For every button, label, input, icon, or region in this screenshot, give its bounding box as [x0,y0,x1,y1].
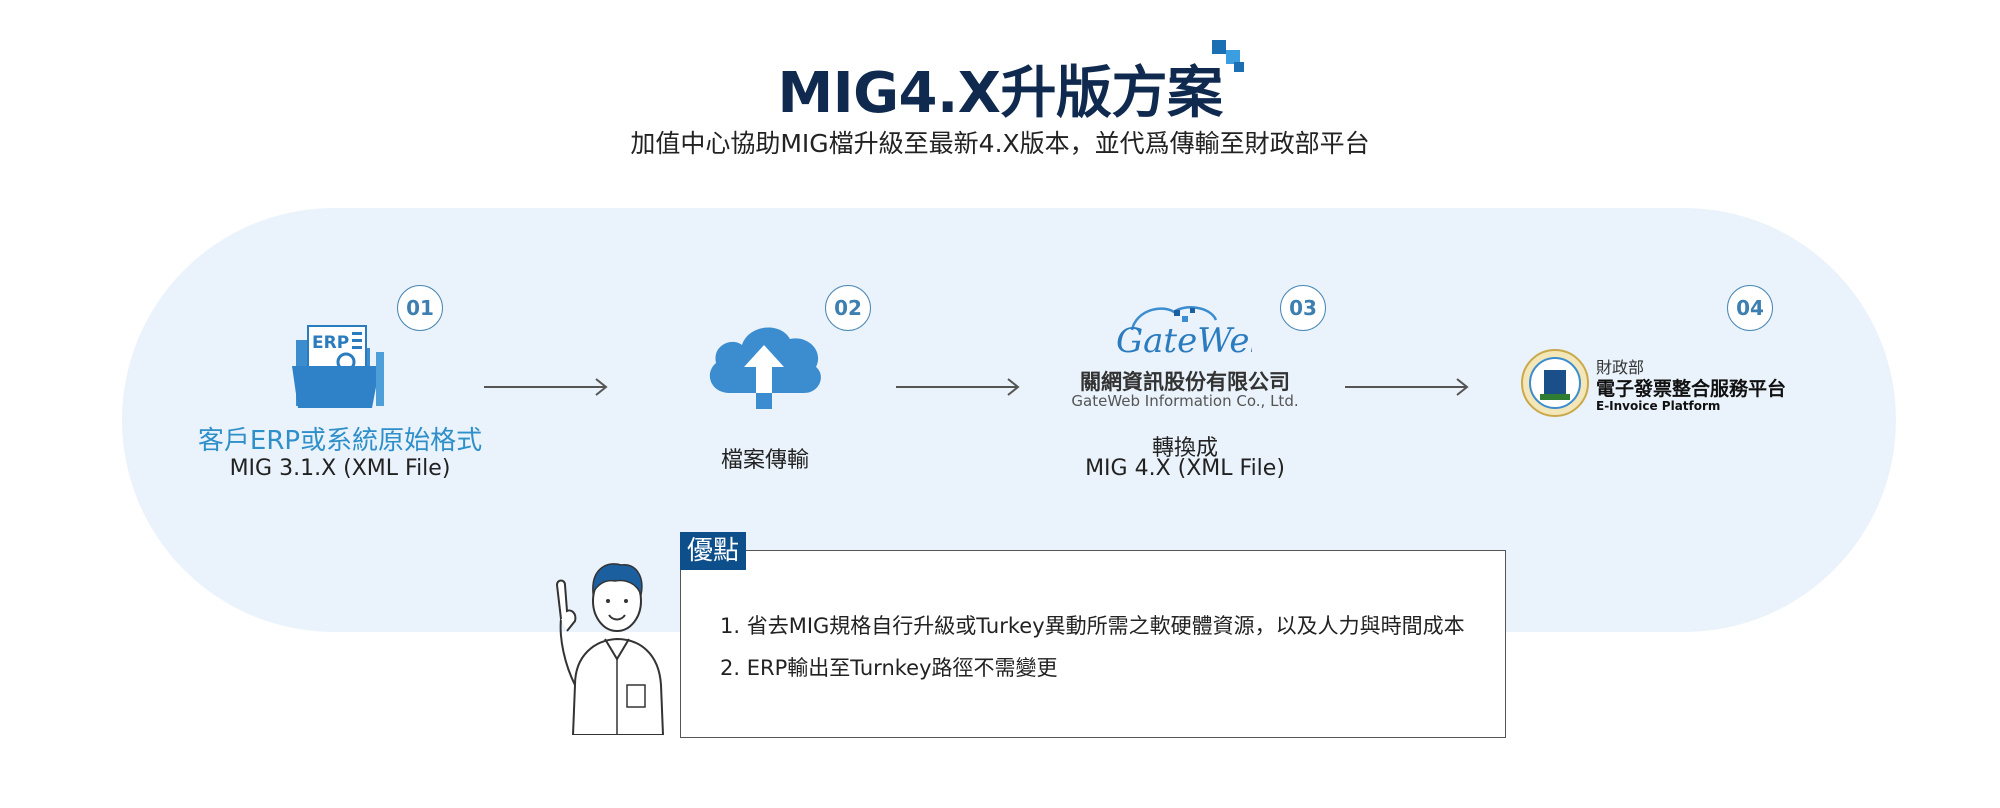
arrow-3-icon [1345,378,1469,396]
step-02-label: 檔案傳輸 [720,448,809,473]
page-title: MIG4.X升版方案 [777,61,1223,126]
step-03-sublabel: MIG 4.X (XML File) [1085,456,1285,481]
advantage-item-2: 2. ERP輸出至Turnkey路徑不需變更 [720,656,1058,680]
gateweb-logo-icon: GateWeb [1116,306,1252,360]
gateweb-logo-text: GateWeb [1116,321,1252,360]
ministry-emblem-icon [1521,349,1589,417]
step-01-sublabel: MIG 3.1.X (XML File) [229,456,451,481]
company-name-cn: 關網資訊股份有限公司 [1080,370,1290,394]
advantage-item-1: 1. 省去MIG規格自行升級或Turkey異動所需之軟硬體資源，以及人力與時間成… [720,614,1465,638]
person-pointing-illustration [555,563,665,735]
platform-name-en: E-Invoice Platform [1596,399,1721,413]
erp-icon-text: ERP [312,333,349,353]
step-number-04: 04 [1727,285,1773,331]
title-decoration-icon [1212,40,1244,72]
page-subtitle: 加值中心協助MIG檔升級至最新4.X版本，並代爲傳輸至財政部平台 [630,129,1370,158]
step-number-03: 03 [1280,285,1326,331]
advantages-box [680,550,1506,738]
step-number-02: 02 [825,285,871,331]
cloud-upload-icon [709,327,821,409]
org-name: 財政部 [1596,358,1645,377]
step-01-label: 客戶ERP或系統原始格式 [197,426,483,456]
advantages-tag: 優點 [680,532,747,570]
arrow-2-icon [896,378,1020,396]
step-number-01: 01 [397,285,443,331]
arrow-1-icon [484,378,608,396]
step-03-label: 轉換成 [1151,436,1218,461]
company-name-en: GateWeb Information Co., Ltd. [1071,392,1299,410]
erp-folder-icon: ERP [292,325,384,408]
platform-name-cn: 電子發票整合服務平台 [1596,378,1787,400]
